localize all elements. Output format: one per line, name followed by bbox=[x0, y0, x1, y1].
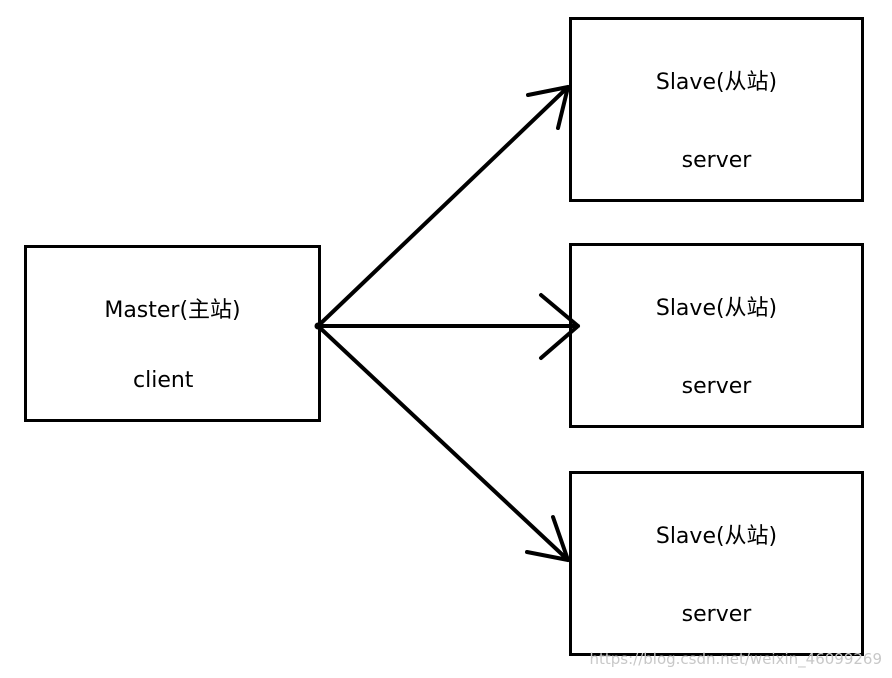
arrow-to-slave-2 bbox=[316, 293, 580, 360]
master-role: client bbox=[133, 368, 194, 393]
master-title: Master(主站) bbox=[104, 298, 241, 323]
slave-node-1: Slave(从站) server bbox=[569, 17, 864, 202]
arrow-to-slave-3 bbox=[316, 324, 570, 562]
slave-1-title: Slave(从站) bbox=[655, 70, 778, 95]
source-watermark: https://blog.csdn.net/weixin_46099269 bbox=[589, 650, 882, 668]
slave-node-3: Slave(从站) server bbox=[569, 471, 864, 656]
slave-3-title: Slave(从站) bbox=[655, 524, 778, 549]
slave-2-title: Slave(从站) bbox=[655, 296, 778, 321]
slave-2-role: server bbox=[681, 374, 752, 399]
slave-1-role: server bbox=[681, 148, 752, 173]
slave-node-2: Slave(从站) server bbox=[569, 243, 864, 428]
master-node: Master(主站) client bbox=[24, 245, 321, 422]
slave-3-role: server bbox=[681, 602, 752, 627]
arrow-to-slave-1 bbox=[316, 85, 570, 328]
